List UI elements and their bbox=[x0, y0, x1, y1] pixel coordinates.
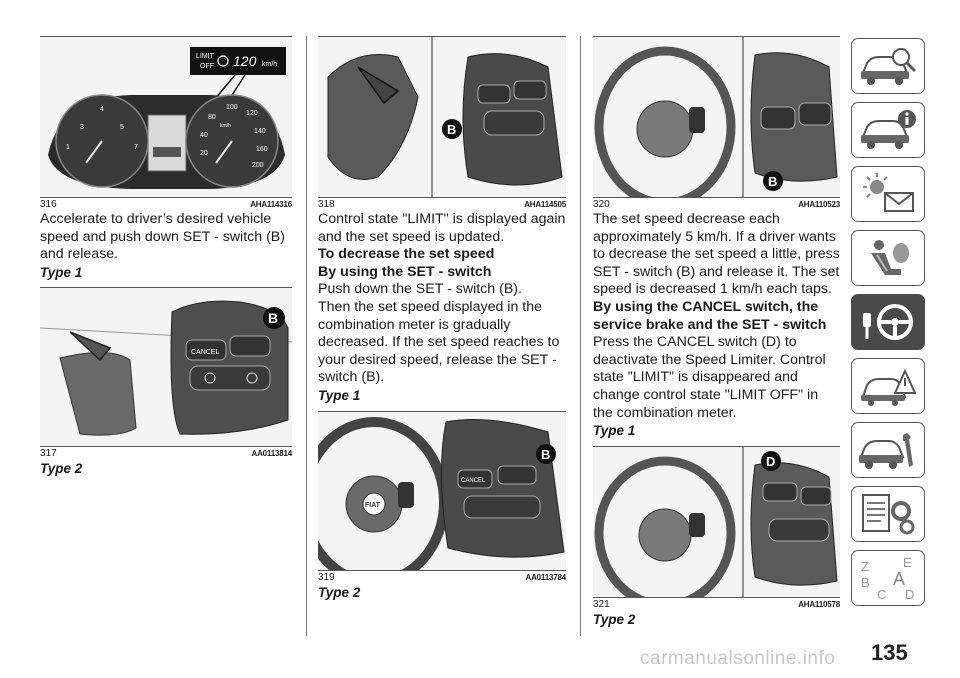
figure-caption: 320 AHA110523 bbox=[593, 199, 840, 211]
speed-unit: km/h bbox=[262, 61, 277, 68]
page-number: 135 bbox=[871, 640, 908, 665]
type-label: Type 1 bbox=[40, 264, 83, 280]
callout-b: B bbox=[541, 447, 550, 462]
paragraph: Control state "LIMIT" is displayed again… bbox=[318, 211, 566, 245]
index-letter: C bbox=[877, 587, 886, 601]
type-label: Type 2 bbox=[40, 461, 83, 477]
index-letter: Z bbox=[861, 559, 869, 574]
paragraph: Accelerate to driver’s desired vehicle s… bbox=[40, 211, 285, 263]
speed-tick: 120 bbox=[246, 110, 258, 117]
tab-airbag[interactable] bbox=[851, 230, 925, 286]
figure-320-steering-wheel: B bbox=[593, 36, 840, 198]
figure-caption: 321 AHA110578 bbox=[593, 599, 840, 611]
tab-car-info[interactable] bbox=[851, 102, 925, 158]
car-breakdown-warning-icon bbox=[861, 368, 917, 406]
column-divider bbox=[306, 36, 307, 636]
rpm-tick: 5 bbox=[120, 124, 124, 131]
rpm-tick: 1 bbox=[66, 144, 70, 151]
rpm-tick: 3 bbox=[80, 124, 84, 131]
column-3: B 320 AHA110523 The set speed decrease e… bbox=[593, 36, 840, 628]
speed-tick: 140 bbox=[254, 128, 266, 135]
rpm-tick: 7 bbox=[134, 144, 138, 151]
speed-tick: 40 bbox=[200, 132, 208, 139]
figure-number: 318 bbox=[318, 199, 335, 210]
tab-emergency[interactable] bbox=[851, 358, 925, 414]
tab-starting-driving[interactable] bbox=[851, 294, 925, 350]
figure-318-steering-switch: B bbox=[318, 36, 566, 198]
figure-number: 317 bbox=[40, 448, 57, 460]
tab-warning-lights[interactable] bbox=[851, 166, 925, 222]
index-letter: E bbox=[903, 555, 912, 570]
type-label: Type 2 bbox=[318, 584, 361, 600]
speed-tick: 80 bbox=[208, 114, 216, 121]
specifications-gears-icon bbox=[862, 494, 915, 535]
warning-lights-message-icon bbox=[863, 173, 914, 212]
paragraph: Press the CANCEL switch (D) to deactivat… bbox=[593, 334, 826, 421]
type-label: Type 2 bbox=[593, 611, 636, 627]
alphabetical-index-icon: Z E B A C D bbox=[861, 555, 914, 601]
figure-number: 319 bbox=[318, 571, 335, 583]
kmh-label: km/h bbox=[220, 123, 231, 129]
speed-tick: 200 bbox=[252, 162, 264, 169]
section-heading: By using the SET - switch bbox=[318, 263, 492, 280]
figure-caption: 317 AA0113814 bbox=[40, 448, 292, 460]
paragraph: Push down the SET - switch (B). bbox=[318, 281, 522, 298]
figure-number: 321 bbox=[593, 598, 610, 610]
figure-316-instrument-cluster: LIMIT OFF 120 km/h 3 4 5 1 7 20 40 80 10… bbox=[40, 36, 292, 198]
figure-caption: 316 AHA114316 bbox=[40, 199, 292, 211]
callout-d: D bbox=[766, 454, 775, 469]
limit-label: LIMIT bbox=[196, 53, 215, 60]
figure-321-steering-wheel: D bbox=[593, 445, 840, 598]
airbag-seat-icon bbox=[871, 240, 909, 275]
callout-b: B bbox=[768, 174, 777, 189]
speed-tick: 20 bbox=[200, 150, 208, 157]
callout-b: B bbox=[268, 310, 278, 326]
index-letter: B bbox=[861, 575, 870, 590]
column-divider bbox=[580, 36, 581, 636]
figure-number: 320 bbox=[593, 199, 610, 210]
section-heading: To decrease the set speed bbox=[318, 246, 495, 263]
off-label: OFF bbox=[200, 63, 214, 70]
type-label: Type 1 bbox=[593, 423, 636, 439]
car-wrench-icon bbox=[859, 433, 913, 469]
speed-tick: 160 bbox=[256, 146, 268, 153]
speed-value: 120 bbox=[233, 53, 257, 69]
tab-index[interactable]: Z E B A C D bbox=[851, 550, 925, 606]
figure-code: AA0113814 bbox=[251, 449, 293, 459]
figure-319-steering-wheel: FIAT CANCEL B bbox=[318, 410, 566, 571]
cancel-label: CANCEL bbox=[191, 349, 220, 356]
figure-code: AHA114505 bbox=[524, 200, 566, 209]
paragraph: The set speed decrease each approximatel… bbox=[593, 211, 840, 298]
rpm-tick: 4 bbox=[100, 106, 104, 113]
column-1: LIMIT OFF 120 km/h 3 4 5 1 7 20 40 80 10… bbox=[40, 36, 292, 478]
section-heading: By using the CANCEL switch, the service … bbox=[593, 298, 827, 333]
figure-code: AHA110578 bbox=[798, 599, 840, 609]
paragraph: Then the set speed displayed in the comb… bbox=[318, 298, 560, 386]
figure-caption: 318 AHA114505 bbox=[318, 199, 566, 211]
cancel-label: CANCEL bbox=[461, 478, 486, 484]
index-letter: D bbox=[905, 587, 914, 601]
index-letter: A bbox=[893, 569, 905, 589]
tab-car-magnifier[interactable] bbox=[851, 38, 925, 94]
car-info-icon bbox=[861, 110, 916, 149]
figure-code: AA0113784 bbox=[525, 572, 567, 582]
chapter-tabs: Z E B A C D bbox=[851, 38, 927, 614]
figure-code: AHA114316 bbox=[250, 200, 292, 209]
speed-tick: 100 bbox=[226, 104, 238, 111]
fiat-logo: FIAT bbox=[365, 502, 381, 509]
type-label: Type 1 bbox=[318, 387, 361, 403]
figure-number: 316 bbox=[40, 199, 57, 210]
figure-317-steering-switch: CANCEL B bbox=[40, 287, 292, 448]
car-magnifier-icon bbox=[861, 48, 917, 85]
figure-code: AHA110523 bbox=[798, 200, 840, 209]
column-2: B 318 AHA114505 Control state "LIMIT" is… bbox=[318, 36, 566, 601]
tab-technical-data[interactable] bbox=[851, 486, 925, 542]
figure-caption: 319 AA0113784 bbox=[318, 572, 566, 584]
key-steering-wheel-icon bbox=[863, 304, 913, 340]
callout-b: B bbox=[447, 122, 456, 137]
tab-maintenance[interactable] bbox=[851, 422, 925, 478]
watermark: carmanualsonline.info bbox=[640, 648, 836, 669]
